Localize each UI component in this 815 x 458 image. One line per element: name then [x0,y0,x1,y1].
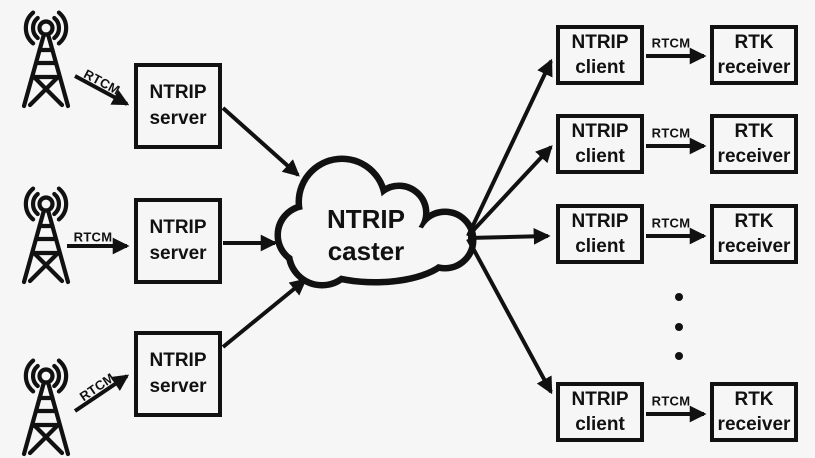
rtk-receiver-box: RTK receiver [710,25,798,85]
arrow-server3-to-caster [221,278,307,349]
arrow-caster-to-client3 [467,227,551,245]
rtk-receiver-box: RTK receiver [710,204,798,264]
ntrip-client-label: NTRIP client [571,211,629,257]
arrow-tower3-to-server3 [73,374,130,413]
ntrip-client-box: NTRIP client [556,382,644,442]
rtk-receiver-box: RTK receiver [710,382,798,442]
ntrip-server-label: NTRIP server [149,350,207,397]
rtcm-label: RTCM [73,229,113,245]
ntrip-client-box: NTRIP client [556,114,644,174]
ntrip-server-label: NTRIP server [149,217,207,264]
ntrip-client-label: NTRIP client [571,121,629,167]
ntrip-client-label: NTRIP client [571,389,629,435]
rtk-receiver-label: RTK receiver [717,211,791,257]
rtk-receiver-label: RTK receiver [717,121,791,167]
rtcm-label: RTCM [651,393,691,409]
arrow-caster-to-client2 [466,145,553,238]
vertical-ellipsis-dot [675,352,683,360]
ntrip-caster-cloud [274,155,477,289]
ntrip-server-box: NTRIP server [134,198,222,284]
rtk-receiver-label: RTK receiver [717,32,791,78]
rtcm-label: RTCM [651,125,691,141]
ntrip-client-label: NTRIP client [571,32,629,78]
rtcm-label: RTCM [651,35,691,51]
rtcm-label: RTCM [651,215,691,231]
ntrip-caster-label: NTRIP caster [327,204,405,266]
antenna-tower-icon [24,13,68,106]
ntrip-client-box: NTRIP client [556,204,644,264]
ntrip-server-label: NTRIP server [149,82,207,129]
ntrip-server-box: NTRIP server [134,63,222,149]
rtk-receiver-box: RTK receiver [710,114,798,174]
vertical-ellipsis-dot [675,323,683,331]
ntrip-server-box: NTRIP server [134,331,222,417]
connection-arrows [67,47,707,423]
arrow-caster-to-client4 [466,238,553,395]
arrow-tower1-to-server1 [74,74,130,106]
antenna-tower-icon [24,189,68,282]
vertical-ellipsis-dot [675,293,683,301]
arrow-server1-to-caster [221,106,300,177]
arrow-caster-to-client1 [466,58,553,237]
rtk-receiver-label: RTK receiver [717,389,791,435]
ntrip-client-box: NTRIP client [556,25,644,85]
antenna-tower-icon [24,361,68,454]
